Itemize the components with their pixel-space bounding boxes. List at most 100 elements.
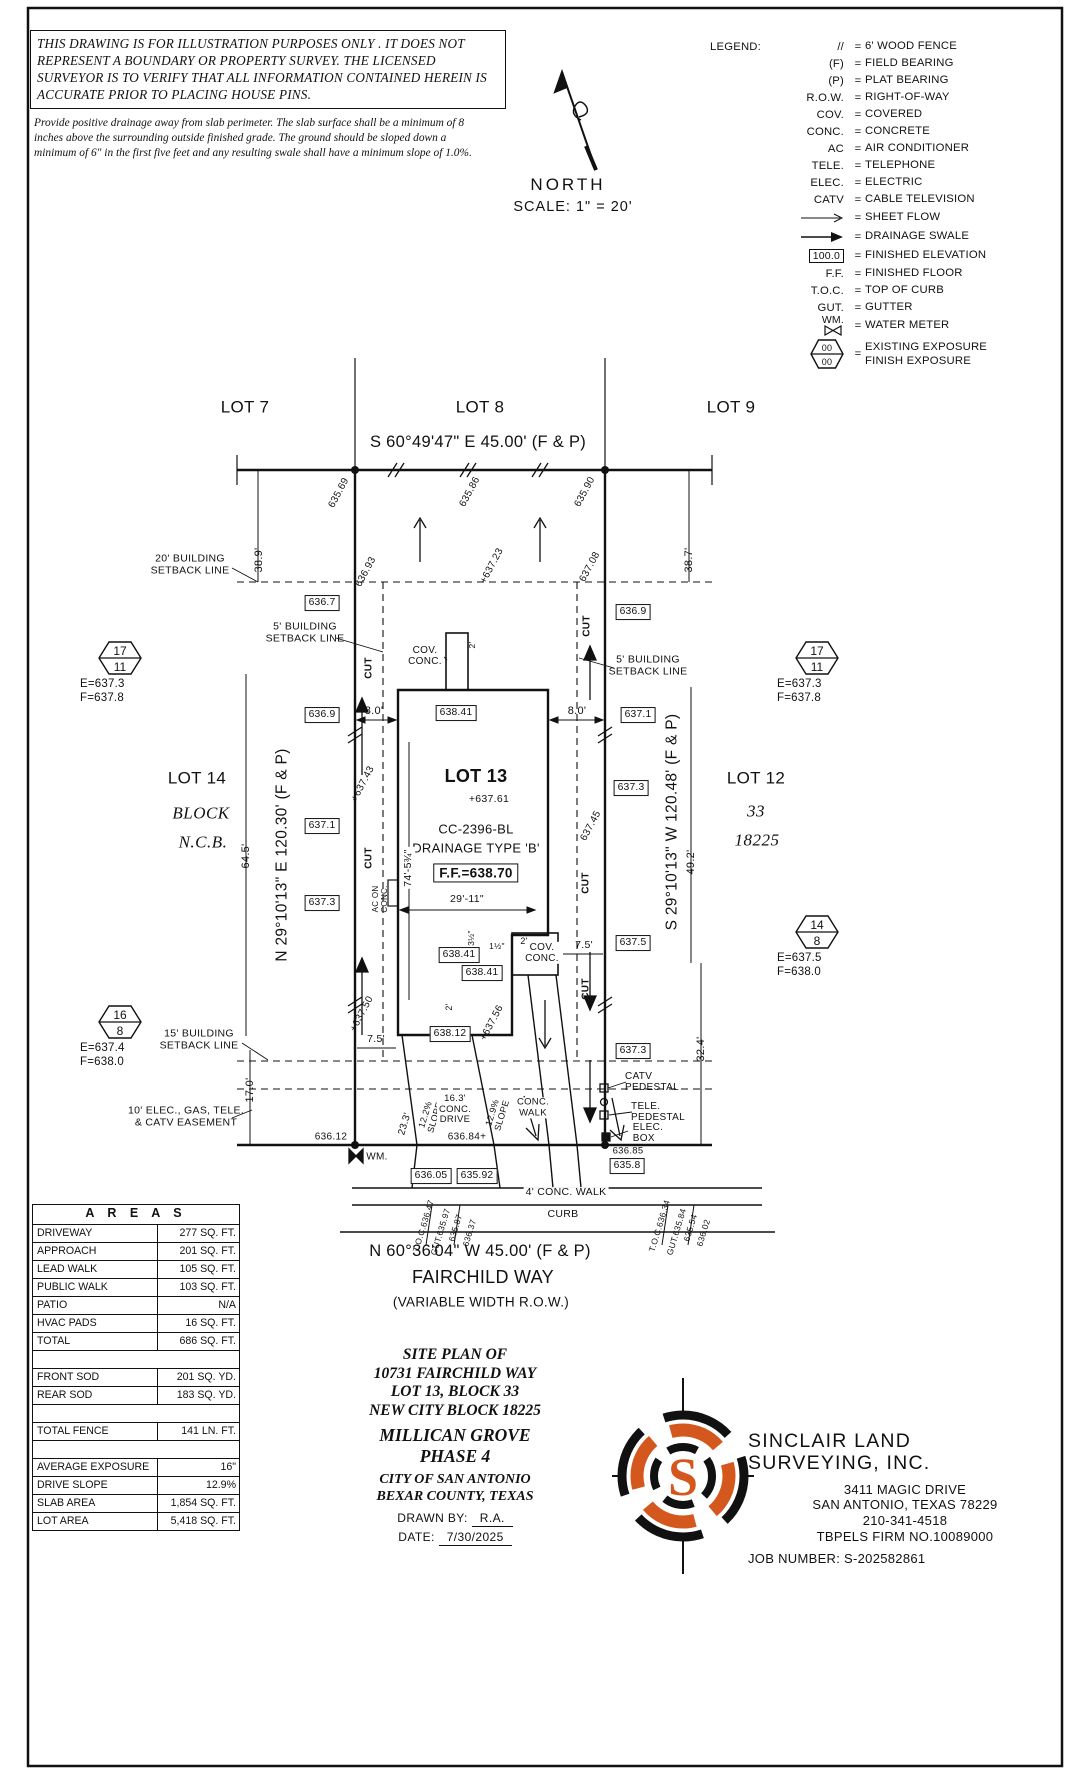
plan-label: 20' BUILDING SETBACK LINE <box>150 552 230 576</box>
legend-rows: LEGEND://=6' WOOD FENCE(F)=FIELD BEARING… <box>710 38 1058 373</box>
areas-row-label: DRIVEWAY <box>33 1225 158 1242</box>
ac-pad <box>387 879 399 907</box>
plan-label: CUT <box>580 978 592 1000</box>
plan-label: S 60°49'47" E 45.00' (F & P) <box>369 432 587 451</box>
areas-row-label: AVERAGE EXPOSURE <box>33 1459 158 1476</box>
plan-label: 636.85 <box>612 1145 644 1157</box>
job-number: JOB NUMBER: S-202582861 <box>748 1551 926 1567</box>
legend-meaning: WATER METER <box>865 319 950 332</box>
water-meter-symbol <box>348 1147 364 1165</box>
title-block-line: SITE PLAN OF <box>402 1346 508 1363</box>
plan-label: LOT 8 <box>455 397 505 417</box>
plan-label: 7.5' <box>367 1033 385 1046</box>
legend-symbol: (F) <box>828 57 844 70</box>
legend-meaning: AIR CONDITIONER <box>865 142 970 155</box>
plan-label: 8.0' <box>364 704 384 717</box>
legend: LEGEND://=6' WOOD FENCE(F)=FIELD BEARING… <box>710 38 1058 373</box>
legend-meaning: TELEPHONE <box>865 159 936 172</box>
legend-symbol: COV. <box>816 108 844 121</box>
plan-label: 4' CONC. WALK <box>523 1186 609 1199</box>
plan-label: 64.5' <box>239 843 252 869</box>
areas-row-label: FRONT SOD <box>33 1369 158 1386</box>
legend-symbol: F.F. <box>825 267 844 280</box>
plan-label: 2' <box>467 641 478 649</box>
legend-equals: = <box>854 40 862 53</box>
areas-title: A R E A S <box>33 1205 239 1225</box>
plan-label: FAIRCHILD WAY <box>412 1266 554 1287</box>
company-phone: 210-341-4518 <box>862 1513 948 1529</box>
disclaimer-warning: THIS DRAWING IS FOR ILLUSTRATION PURPOSE… <box>37 36 487 103</box>
north-label: NORTH <box>530 175 606 194</box>
drainage-note: Provide positive drainage away from slab… <box>34 117 472 159</box>
plan-label: N 29°10'13" E 120.30' (F & P) <box>273 748 291 962</box>
plan-label: 1½" <box>489 941 505 952</box>
areas-row-value: 16 SQ. FT. <box>185 1317 236 1329</box>
legend-meaning: RIGHT-OF-WAY <box>865 91 950 104</box>
tele-pedestal-symbol <box>599 1110 609 1120</box>
plan-label: F.F.=638.70 <box>433 863 519 883</box>
legend-equals: = <box>854 267 862 280</box>
svg-text:14: 14 <box>810 918 824 932</box>
legend-item: LEGEND://=6' WOOD FENCE <box>710 38 1058 55</box>
utility-symbols <box>348 1083 611 1165</box>
plan-label: 8.0' <box>567 704 587 717</box>
legend-symbol: T.O.C. <box>810 284 844 297</box>
plan-label: 636.93 <box>353 555 379 589</box>
plan-label: +637.43 <box>349 764 377 804</box>
plan-label: 18225 <box>734 830 780 850</box>
legend-equals: = <box>854 319 862 332</box>
legend-symbol: CATV <box>813 193 844 206</box>
toc-ticks <box>425 1204 695 1246</box>
areas-separator-row <box>33 1441 239 1459</box>
plan-label: COV. CONC. <box>523 941 561 965</box>
plan-label: LOT 12 <box>726 768 786 788</box>
plan-label: LOT 14 <box>167 768 227 788</box>
property-boundary <box>237 468 712 1147</box>
plan-label: CUT <box>363 847 375 869</box>
company-address2: SAN ANTONIO, TEXAS 78229 <box>812 1497 998 1513</box>
plan-label: +637.50 <box>348 994 376 1034</box>
legend-title: LEGEND: <box>710 40 761 53</box>
legend-meaning: EXISTING EXPOSURE FINISH EXPOSURE <box>865 340 988 367</box>
plan-label: 15' BUILDING SETBACK LINE <box>159 1027 239 1051</box>
plan-label: N.C.B. <box>178 832 228 852</box>
plan-label: 10' ELEC., GAS, TELE. & CATV EASEMENT <box>127 1104 245 1128</box>
finished-elevation-box: 637.1 <box>620 707 656 723</box>
legend-equals: = <box>854 74 862 87</box>
legend-equals: = <box>854 57 862 70</box>
legend-item: WM.=WATER METER <box>710 315 1058 337</box>
plan-label: TELE. PEDESTAL <box>631 1100 685 1123</box>
finished-elevation-box: 635.8 <box>609 1158 645 1174</box>
drainage-swale-arrow-icon <box>768 231 851 243</box>
plan-label: AC ON CONC. <box>371 885 389 913</box>
legend-meaning: PLAT BEARING <box>865 74 949 87</box>
svg-text:11: 11 <box>114 660 127 674</box>
title-block-line: LOT 13, BLOCK 33 <box>390 1383 520 1401</box>
areas-row-label: PATIO <box>33 1297 158 1314</box>
plan-label: CUT <box>581 615 593 637</box>
title-block-line: PHASE 4 <box>419 1446 491 1467</box>
legend-item: COV.=COVERED <box>710 106 1058 123</box>
setback-lines <box>237 581 712 1090</box>
finished-elevation-box: 636.9 <box>615 604 651 620</box>
plan-label: +637.56 <box>478 1003 506 1043</box>
plan-label: ELEC. BOX <box>632 1121 664 1144</box>
legend-meaning: ELECTRIC <box>865 176 923 189</box>
legend-symbol: (P) <box>828 74 844 87</box>
legend-item: =DRAINAGE SWALE <box>710 227 1058 246</box>
finished-elevation-box: 637.3 <box>304 895 340 911</box>
plan-label: DRAINAGE TYPE 'B' <box>412 840 540 856</box>
legend-meaning: TOP OF CURB <box>865 284 944 297</box>
legend-symbol: // <box>837 40 844 53</box>
